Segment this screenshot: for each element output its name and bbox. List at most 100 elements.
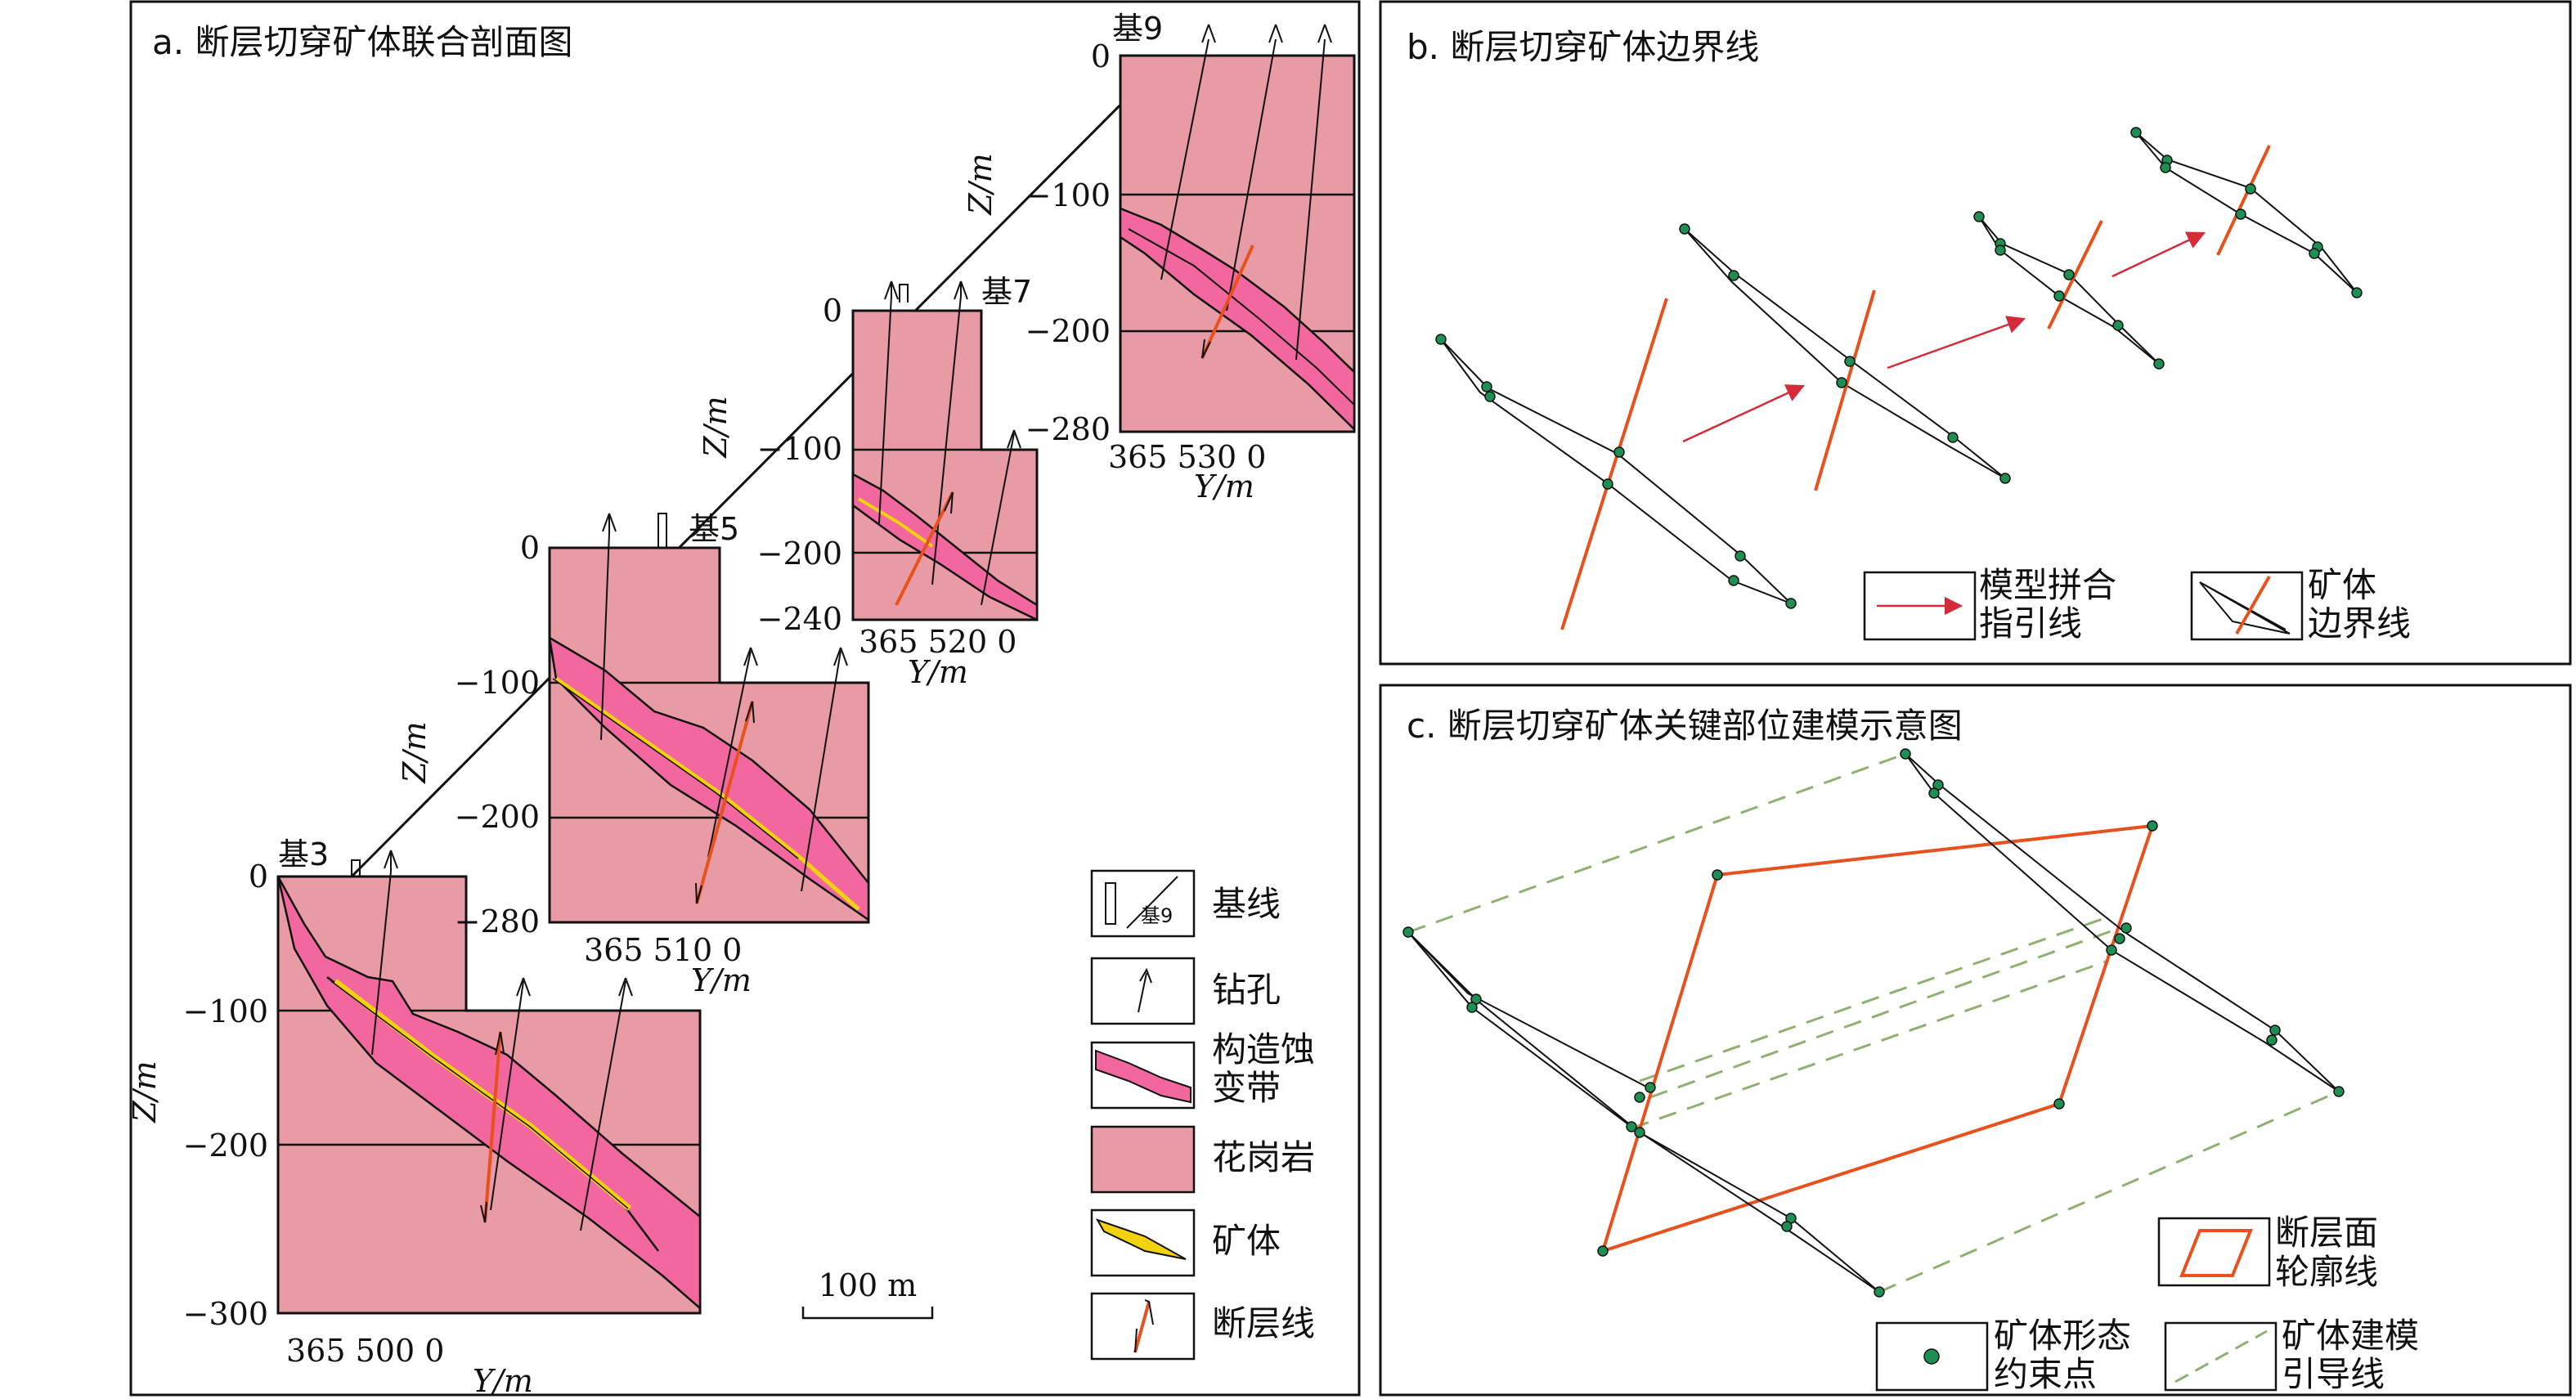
z-tick: −280 [1025,411,1111,447]
z-tick: 0 [1091,38,1111,74]
z-tick: −200 [757,536,842,572]
modeling-guide-lines [1407,752,2340,1294]
drill-hole [707,650,752,858]
z-tick: −100 [455,665,540,701]
y-tick: 365 500 0 [286,1333,444,1369]
merge-guide-arrow [2112,231,2206,278]
z-axis-label: Z/m [127,1060,163,1123]
legend-label: 矿体形态 [1994,1316,2131,1356]
section-ji5: 基5 0 −100 −200 −280 Z/m 365 510 0 Y/m [397,511,870,998]
y-tick: 365 520 0 [859,624,1016,660]
panel-c-title: c. 断层切穿矿体关键部位建模示意图 [1407,706,1963,746]
alteration-zone [276,876,702,1311]
orebody [554,676,860,911]
legend-symbol-text: 基9 [1141,904,1173,927]
y-tick: 365 530 0 [1108,439,1266,475]
z-tick: −100 [757,431,842,467]
fault-line [1200,244,1254,359]
drill-hole [1226,38,1277,312]
drill-hole [580,980,626,1231]
alteration-zone [851,472,1039,621]
z-tick: −200 [183,1128,268,1164]
drill-hole [878,295,892,524]
z-tick: −200 [455,799,540,835]
panel-b-title: b. 断层切穿矿体边界线 [1407,27,1759,67]
section-name: 基9 [1112,11,1163,47]
panel-a: a. 断层切穿矿体联合剖面图 基3 0 −100 −200 [127,0,1361,1399]
z-tick: −300 [183,1296,268,1332]
drill-hole [1295,38,1326,361]
orebody [333,979,632,1211]
baseline-marker [657,513,667,548]
legend-label: 模型拼合 [1979,565,2116,605]
y-axis-label: Y/m [1194,469,1254,504]
merge-guide-arrow [1887,316,2026,370]
legend-label: 矿体建模 [2282,1316,2419,1356]
baseline-marker [899,284,909,303]
drill-hole [371,871,392,1056]
z-axis-label: Z/m [963,153,999,215]
panel-c: c. 断层切穿矿体关键部位建模示意图 [1379,684,2572,1397]
fault-line [895,491,954,606]
drill-hole [801,650,841,892]
z-tick: 0 [520,530,540,566]
z-tick: −100 [1025,177,1111,213]
legend-label: 轮廓线 [2275,1252,2378,1292]
section-ji3: 基3 0 −100 −200 −300 Z/m 365 500 0 Y/m [127,836,702,1399]
z-tick: 0 [823,293,842,329]
drill-hole [1160,38,1209,280]
legend-label: 断层面 [2275,1213,2378,1253]
legend-label: 矿体 [2308,565,2376,605]
fault-line [2047,220,2103,330]
constraint-points-c [1402,748,2345,1298]
constraint-points-b [1435,127,2363,609]
fault-line [695,701,754,904]
drill-hole [490,980,524,1211]
legend-c: 断层面 轮廓线 矿体形态 约束点 矿体建模 引导线 [1875,1213,2419,1394]
y-axis-label: Y/m [473,1363,533,1399]
z-tick: −200 [1025,313,1111,349]
scale-label: 100 m [819,1267,918,1303]
section-name: 基5 [689,511,739,547]
drill-hole [981,433,1015,606]
merge-guide-arrow [1682,384,1806,443]
fault-line [1560,298,1668,630]
section-name: 基3 [278,836,329,872]
z-tick: 0 [249,859,268,895]
orebody [857,497,934,548]
legend-label: 边界线 [2308,603,2411,643]
legend-label: 矿体 [1212,1221,1281,1261]
y-tick: 365 510 0 [584,932,742,968]
legend-label: 指引线 [1979,603,2082,643]
legend-label: 花岗岩 [1212,1137,1315,1177]
section-name: 基7 [981,274,1032,310]
legend-label: 基线 [1212,884,1281,924]
legend-label: 构造蚀 [1212,1029,1315,1069]
section-ji7: 基7 0 −100 −200 −240 Z/m 365 520 0 Y/m [698,274,1039,690]
panel-c-frame [1379,684,2572,1397]
baseline-marker [351,859,361,877]
legend-label: 钻孔 [1212,970,1281,1010]
drill-hole [931,295,962,585]
z-axis-label: Z/m [698,396,734,458]
fault-line [2216,145,2271,256]
panel-b: b. 断层切穿矿体边界线 [1379,0,2572,666]
legend-b: 模型拼合 指引线 矿体 边界线 [1863,565,2411,643]
fault-line [1814,289,1876,491]
fault-line [483,1031,502,1223]
panel-b-frame [1379,0,2572,666]
baseline-connector [350,54,1171,878]
panel-a-title: a. 断层切穿矿体联合剖面图 [152,22,572,62]
z-tick: −100 [183,993,268,1029]
scale-bar: 100 m [801,1267,934,1320]
legend-label: 断层线 [1212,1303,1315,1343]
legend-label: 约束点 [1994,1354,2097,1394]
y-axis-label: Y/m [691,962,752,998]
alteration-zone [1119,207,1356,432]
drill-hole [600,532,610,741]
z-tick: −280 [455,904,540,939]
legend-label: 变带 [1212,1068,1281,1108]
z-axis-label: Z/m [397,721,433,783]
legend-label: 引导线 [2282,1354,2385,1394]
